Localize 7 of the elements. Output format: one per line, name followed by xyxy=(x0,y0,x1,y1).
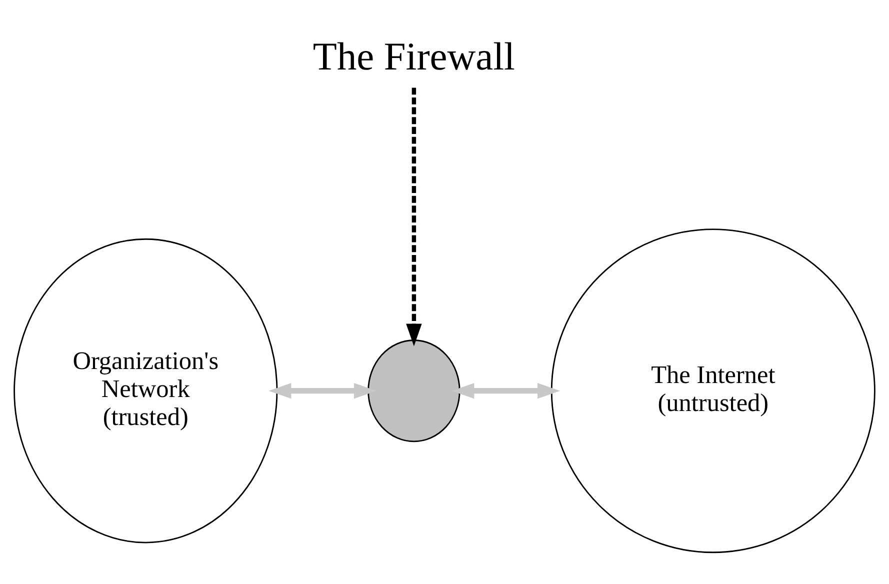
arrow xyxy=(452,382,560,398)
arrow xyxy=(268,382,376,398)
node-circle xyxy=(368,339,460,442)
node-circle: The Internet (untrusted) xyxy=(550,228,876,553)
arrow xyxy=(406,87,422,346)
node-text: The Firewall xyxy=(312,34,515,78)
node-ellipse: Organization's Network (trusted) xyxy=(14,238,278,543)
